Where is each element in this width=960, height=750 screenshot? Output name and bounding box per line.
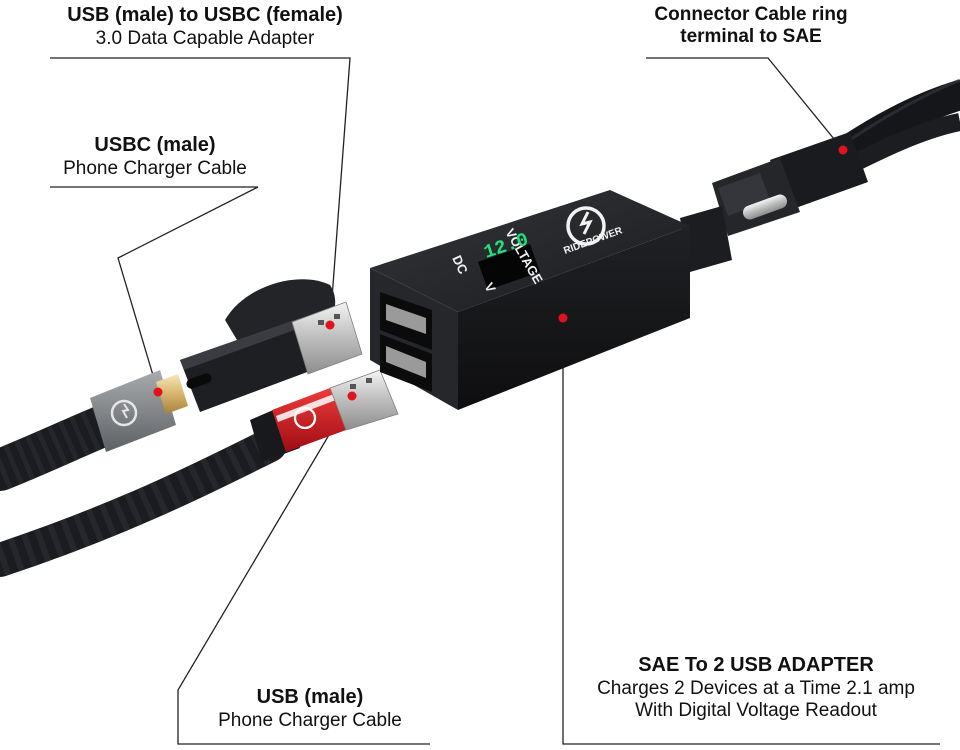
label-usb-cable: USB (male) Phone Charger Cable — [180, 686, 440, 732]
label-usbc-cable-title: USBC (male) — [94, 134, 216, 156]
label-usbc-cable: USBC (male) Phone Charger Cable — [40, 134, 270, 180]
usb-charger-cable — [0, 369, 399, 577]
leader-usb-adapter — [50, 57, 351, 326]
label-connector: Connector Cable ring terminal to SAE — [636, 4, 866, 49]
label-usb-adapter: USB (male) to USBC (female) 3.0 Data Cap… — [40, 4, 370, 50]
leader-usbc-cable — [50, 186, 259, 393]
label-usb-adapter-subtitle: 3.0 Data Capable Adapter — [95, 27, 315, 49]
leader-connector — [646, 57, 844, 151]
label-usb-cable-subtitle: Phone Charger Cable — [218, 709, 402, 731]
label-sae-adapter-subtitle: Charges 2 Devices at a Time 2.1 amp — [597, 677, 915, 699]
sae-usb-adapter-device — [370, 190, 732, 410]
marker-usb-cable — [347, 391, 357, 401]
marker-sae-adapter — [558, 313, 568, 323]
usb-to-usbc-adapter — [180, 279, 363, 412]
label-connector-subtitle: terminal to SAE — [680, 26, 822, 48]
leader-lines — [50, 57, 940, 745]
sae-connector-cable — [712, 78, 960, 236]
label-sae-adapter-title: SAE To 2 USB ADAPTER — [638, 654, 874, 676]
label-connector-title: Connector Cable ring — [654, 4, 848, 25]
marker-usbc-cable — [153, 387, 163, 397]
marker-usb-adapter — [325, 320, 335, 330]
leader-usb-cable — [177, 395, 430, 745]
usbc-charger-cable — [0, 370, 188, 491]
marker-connector — [838, 145, 848, 155]
leader-sae-adapter — [562, 318, 940, 745]
marker-dots — [153, 145, 848, 401]
dc-label: DC — [449, 253, 471, 277]
label-sae-adapter: SAE To 2 USB ADAPTER Charges 2 Devices a… — [566, 654, 946, 722]
label-usbc-cable-subtitle: Phone Charger Cable — [63, 157, 247, 179]
label-usb-adapter-title: USB (male) to USBC (female) — [67, 4, 343, 26]
label-usb-cable-title: USB (male) — [256, 686, 364, 708]
label-sae-adapter-subtitle2: With Digital Voltage Readout — [635, 700, 877, 721]
